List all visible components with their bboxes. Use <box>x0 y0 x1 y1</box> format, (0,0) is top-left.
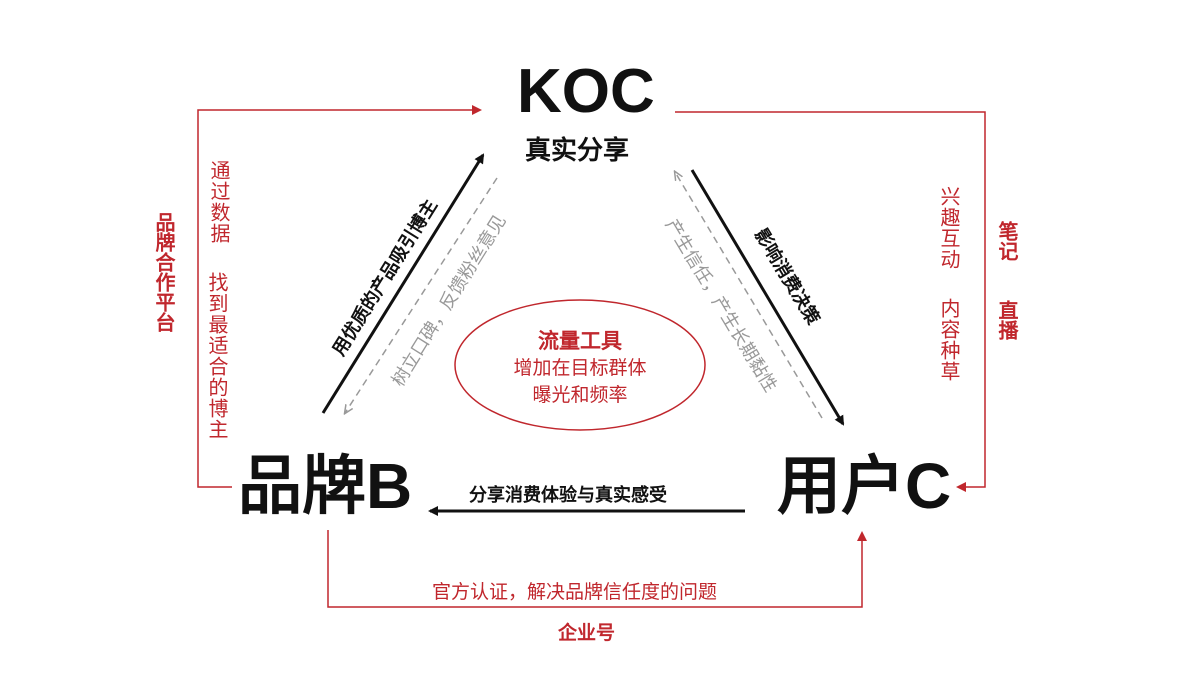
bottom-loop-line <box>327 530 867 608</box>
right-label-col-1: 笔记 <box>995 221 1019 261</box>
left-desc-col-2: 找到最适合的博主 <box>205 272 229 440</box>
center-line-1: 增加在目标群体 <box>513 357 647 379</box>
koc-to-brand-arrow <box>345 177 498 413</box>
koc-node-subtitle: 真实分享 <box>525 136 630 166</box>
left-loop-line <box>197 105 482 488</box>
koc-to-user-arrow <box>690 169 845 426</box>
center-title: 流量工具 <box>538 329 622 353</box>
right-desc-col-1: 兴趣互动 <box>937 186 961 270</box>
right-loop-line <box>675 111 986 492</box>
center-ellipse <box>454 299 706 431</box>
right-desc-col-2: 内容种草 <box>937 298 961 382</box>
left-desc-col-1: 通过数据 <box>207 160 231 244</box>
brand-to-koc-arrow <box>321 153 485 414</box>
bottom-desc: 官方认证，解决品牌信任度的问题 <box>432 581 718 603</box>
user-to-brand-label: 分享消费体验与真实感受 <box>469 485 667 506</box>
left-platform-label: 品牌合作平台 <box>152 212 176 332</box>
brand-node-title: 品牌B <box>238 450 413 522</box>
right-label-col-2: 直播 <box>995 300 1019 340</box>
center-line-2: 曝光和频率 <box>532 384 628 406</box>
bottom-label: 企业号 <box>558 622 616 644</box>
koc-node-title: KOC <box>517 57 655 126</box>
user-node-title: 用户C <box>777 450 952 522</box>
